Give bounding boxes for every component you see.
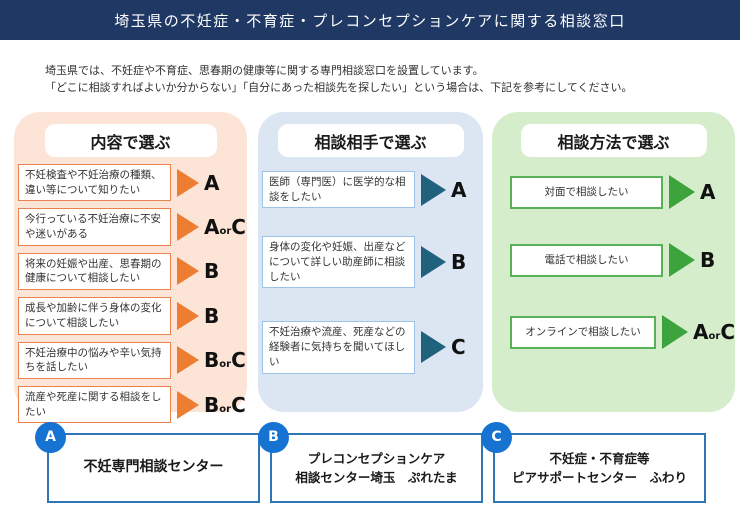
tag-letter: B	[204, 348, 220, 373]
content-item-row: 成長や加齢に伴う身体の変化について相談したい B	[14, 297, 247, 335]
content-item-text: 流産や死産に関する相談をしたい	[18, 385, 171, 424]
intro-text: 埼玉県では、不妊症や不育症、思春期の健康等に関する専門相談窓口を設置しています。…	[45, 62, 725, 96]
panel-choose-by-counselor-title: 相談相手で選ぶ	[277, 124, 464, 157]
destination-tag: C	[451, 335, 466, 359]
arrow-right-icon	[177, 301, 199, 330]
tag-letter: C	[720, 320, 735, 344]
arrow-right-icon	[177, 257, 199, 286]
destination-tag: B	[700, 248, 715, 272]
arrow-right-icon	[177, 390, 199, 419]
destination-tag: AorC	[204, 215, 246, 239]
arrow-right-icon	[662, 315, 689, 349]
counselor-item-row: 身体の変化や妊娠、出産などについて詳しい助産師に相談したい B	[258, 236, 483, 289]
tag-letter: B	[451, 250, 467, 275]
tag-or: or	[219, 359, 232, 371]
content-item-text: 成長や加齢に伴う身体の変化について相談したい	[18, 297, 171, 335]
counselor-item-text: 身体の変化や妊娠、出産などについて詳しい助産師に相談したい	[262, 236, 415, 289]
tag-letter: C	[451, 335, 466, 360]
tag-letter: B	[204, 392, 220, 417]
content-item-row: 今行っている不妊治療に不安や迷いがある AorC	[14, 208, 247, 246]
content-item-row: 不妊検査や不妊治療の種類、違い等について知りたい A	[14, 164, 247, 202]
content-item-row: 不妊治療中の悩みや辛い気持ちを話したい BorC	[14, 341, 247, 379]
tag-letter: A	[204, 170, 220, 195]
arrow-right-icon	[421, 173, 446, 206]
tag-or: or	[219, 226, 232, 238]
content-item-text: 将来の妊娠や出産、思春期の健康について相談したい	[18, 252, 171, 291]
center-box-b: B プレコンセプションケア 相談センター埼玉 ぷれたま	[258, 422, 483, 503]
arrow-right-icon	[669, 175, 695, 209]
page-title-bar: 埼玉県の不妊症・不育症・プレコンセプションケアに関する相談窓口	[0, 0, 740, 40]
center-a-name-line: 不妊専門相談センター	[83, 459, 224, 476]
content-item-text: 不妊治療中の悩みや辛い気持ちを話したい	[18, 341, 171, 379]
tag-letter: A	[204, 215, 220, 240]
method-item-row: 電話で相談したい B	[492, 243, 735, 277]
content-item-row: 流産や死産に関する相談をしたい BorC	[14, 385, 247, 424]
tag-letter: C	[231, 215, 246, 240]
arrow-right-icon	[421, 246, 446, 279]
tag-letter: B	[204, 259, 220, 284]
tag-letter: A	[693, 320, 709, 344]
center-c-badge: C	[481, 422, 512, 453]
center-box-a: A 不妊専門相談センター	[35, 422, 260, 503]
arrow-right-icon	[177, 213, 199, 242]
method-item-text: 対面で相談したい	[510, 175, 663, 209]
panel-choose-by-method: 相談方法で選ぶ 対面で相談したい A 電話で相談したい B オンラインで相談した…	[492, 112, 735, 412]
counselor-item-row: 医師（専門医）に医学的な相談をしたい A	[258, 171, 483, 209]
destination-tag: BorC	[204, 393, 246, 417]
center-a-badge: A	[35, 422, 66, 453]
arrow-right-icon	[669, 243, 695, 277]
content-item-row: 将来の妊娠や出産、思春期の健康について相談したい B	[14, 252, 247, 291]
panel-choose-by-content: 内容で選ぶ 不妊検査や不妊治療の種類、違い等について知りたい A 今行っている不…	[14, 112, 247, 424]
tag-letter: A	[451, 177, 467, 202]
tag-letter: B	[700, 248, 716, 272]
counselor-item-text: 不妊治療や流産、死産などの経験者に気持ちを聞いてほしい	[262, 321, 415, 374]
destination-tag: B	[451, 250, 466, 274]
content-item-text: 今行っている不妊治療に不安や迷いがある	[18, 208, 171, 246]
center-b-name-line: 相談センター埼玉 ぷれたま	[295, 470, 458, 485]
method-item-row: 対面で相談したい A	[492, 175, 735, 209]
destination-tag: A	[204, 171, 219, 195]
method-item-text: 電話で相談したい	[510, 243, 663, 277]
tag-or: or	[708, 331, 721, 342]
tag-letter: A	[700, 180, 716, 204]
center-c-name-line: ピアサポートセンター ふわり	[511, 470, 687, 485]
panel-choose-by-content-title: 内容で選ぶ	[44, 124, 217, 157]
destination-tag: AorC	[693, 320, 735, 344]
destination-tag: B	[204, 304, 219, 328]
destination-tag: A	[451, 178, 466, 202]
destination-tag: B	[204, 259, 219, 283]
page-title: 埼玉県の不妊症・不育症・プレコンセプションケアに関する相談窓口	[114, 11, 626, 30]
counselor-item-text: 医師（専門医）に医学的な相談をしたい	[262, 171, 415, 209]
tag-letter: C	[231, 392, 246, 417]
intro-line-2: 「どこに相談すればよいか分からない」「自分にあった相談先を探したい」という場合は…	[45, 81, 633, 95]
intro-line-1: 埼玉県では、不妊症や不育症、思春期の健康等に関する専門相談窓口を設置しています。	[45, 64, 484, 77]
destination-tag: BorC	[204, 348, 246, 372]
center-box-c: C 不妊症・不育症等 ピアサポートセンター ふわり	[481, 422, 706, 503]
content-item-text: 不妊検査や不妊治療の種類、違い等について知りたい	[18, 164, 171, 202]
tag-letter: B	[204, 303, 220, 328]
arrow-right-icon	[177, 346, 199, 375]
tag-or: or	[219, 403, 232, 415]
center-b-badge: B	[258, 422, 289, 453]
arrow-right-icon	[421, 331, 446, 364]
method-item-text: オンラインで相談したい	[510, 315, 657, 349]
tag-letter: C	[231, 348, 246, 373]
panel-choose-by-method-title: 相談方法で選ぶ	[520, 124, 707, 157]
center-b-name-line: プレコンセプションケア	[307, 450, 446, 466]
center-c-name-line: 不妊症・不育症等	[549, 450, 650, 466]
panel-choose-by-counselor: 相談相手で選ぶ 医師（専門医）に医学的な相談をしたい A 身体の変化や妊娠、出産…	[258, 112, 483, 412]
counselor-item-row: 不妊治療や流産、死産などの経験者に気持ちを聞いてほしい C	[258, 321, 483, 374]
destination-tag: A	[700, 180, 715, 204]
method-item-row: オンラインで相談したい AorC	[492, 315, 735, 349]
arrow-right-icon	[177, 168, 199, 197]
